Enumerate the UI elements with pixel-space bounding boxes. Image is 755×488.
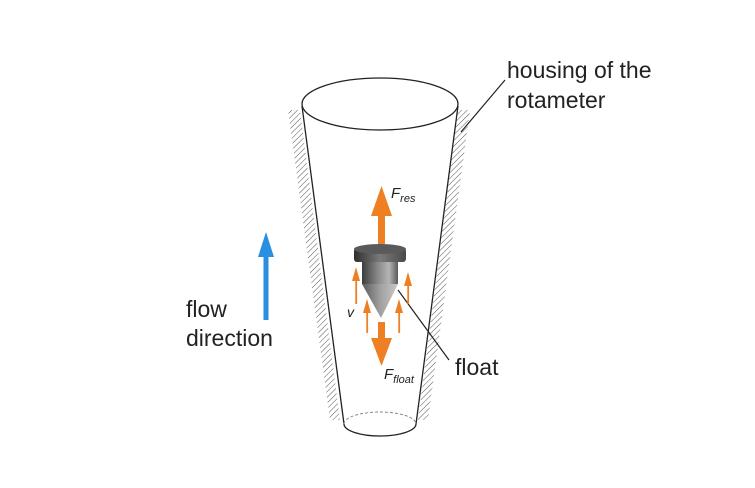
leader-lines	[397, 79, 506, 361]
housing-label-line2: rotameter	[507, 87, 606, 113]
housing-top-opening	[301, 77, 459, 131]
force-float-main: F	[384, 366, 394, 383]
float-leader-line	[397, 289, 450, 361]
force-float-arrow	[371, 322, 392, 366]
force-float-subscript: float	[393, 374, 415, 386]
housing-right-wall	[415, 105, 459, 425]
housing-leader-line	[460, 79, 506, 133]
housing-label-line1: housing of the	[507, 57, 652, 83]
float-label: float	[455, 354, 499, 380]
housing-bottom-front	[343, 423, 417, 437]
velocity-arrow-3	[395, 299, 403, 333]
force-res-main: F	[391, 185, 401, 202]
housing-bottom-back	[343, 411, 417, 425]
force-res-arrow	[371, 186, 392, 244]
float-body	[354, 244, 406, 318]
velocity-arrows	[352, 267, 412, 333]
flow-label-line2: direction	[186, 325, 273, 351]
housing-wall-hatching	[288, 110, 470, 420]
force-res-subscript: res	[400, 193, 416, 205]
flow-direction-arrow	[258, 232, 274, 320]
velocity-arrow-1	[352, 267, 360, 304]
rotameter-housing	[301, 77, 459, 437]
force-res-label: Fres	[391, 185, 416, 205]
velocity-arrow-4	[404, 272, 412, 304]
force-float-label: Ffloat	[384, 366, 415, 386]
flow-label-line1: flow	[186, 296, 227, 322]
velocity-arrow-2	[363, 299, 371, 333]
housing-left-wall	[301, 105, 345, 425]
velocity-label: v	[347, 304, 355, 320]
